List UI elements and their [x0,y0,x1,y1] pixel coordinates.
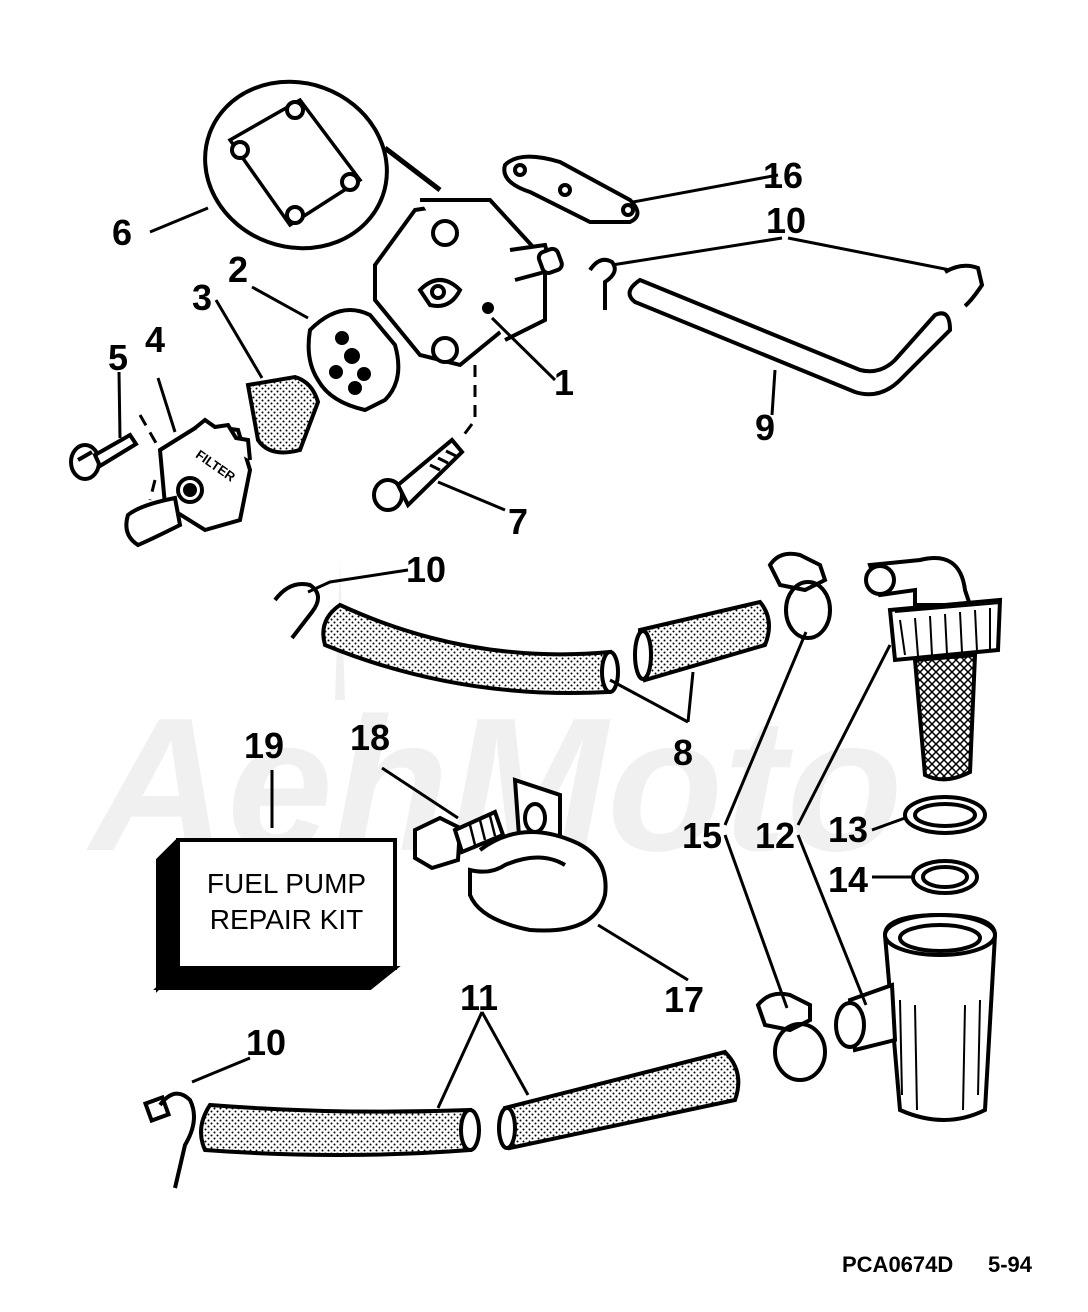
part-4-filter-cover: FILTER [124,417,253,548]
part-number-7: 7 [508,501,529,542]
part-19-repair-kit [153,838,401,993]
part-14-ring [911,859,979,895]
part-10-bottom-clamp [142,1091,196,1189]
part-13-ring [903,795,987,835]
part-8-hoses [321,599,771,695]
repair-kit-line-1: FUEL PUMP [206,868,367,899]
part-number-10-bottom: 10 [246,1022,287,1063]
part-number-11: 11 [460,977,499,1018]
diagram-date: 5-94 [988,1252,1033,1277]
part-number-12: 12 [755,815,796,856]
part-number-8: 8 [673,732,694,773]
part-number-13: 13 [828,809,869,850]
part-number-9: 9 [755,407,776,448]
part-9-hose [627,277,953,397]
part-7-bolt [372,437,465,512]
part-number-6: 6 [112,212,133,253]
part-number-4: 4 [145,319,166,360]
part-12-filter-bowl [834,912,998,1122]
part-18-bolt [413,809,506,871]
part-number-5: 5 [108,337,129,378]
part-number-18: 18 [350,717,391,758]
part-number-10-middle: 10 [406,549,447,590]
part-number-10-top: 10 [766,200,807,241]
part-number-14: 14 [828,859,869,900]
part-12-filter-elbow [864,556,1003,782]
part-15-lower-clamp [755,991,827,1082]
part-6-gasket [203,79,442,251]
part-15-upper-clamp [767,551,832,640]
repair-kit-line-2: REPAIR KIT [209,904,364,935]
part-16-plate [502,154,640,224]
part-number-1: 1 [554,362,575,403]
part-number-2: 2 [228,249,249,290]
part-number-15: 15 [682,815,723,856]
part-number-16: 16 [763,155,804,196]
leader-lines [117,173,951,1109]
part-number-17: 17 [664,979,705,1020]
part-17-bracket [468,777,608,933]
part-10-middle-clamp [273,582,320,640]
part-1-fuel-pump [373,197,564,368]
part-number-19: 19 [244,725,285,766]
assembly-lines [138,365,477,501]
part-11-hoses [199,1049,741,1157]
part-10-top-clamps [588,257,985,310]
diagram-code: PCA0674D [842,1252,954,1277]
part-number-3: 3 [192,277,213,318]
part-3-screen [245,374,321,455]
part-5-screw [69,432,139,481]
part-2-diaphragm [306,308,401,413]
